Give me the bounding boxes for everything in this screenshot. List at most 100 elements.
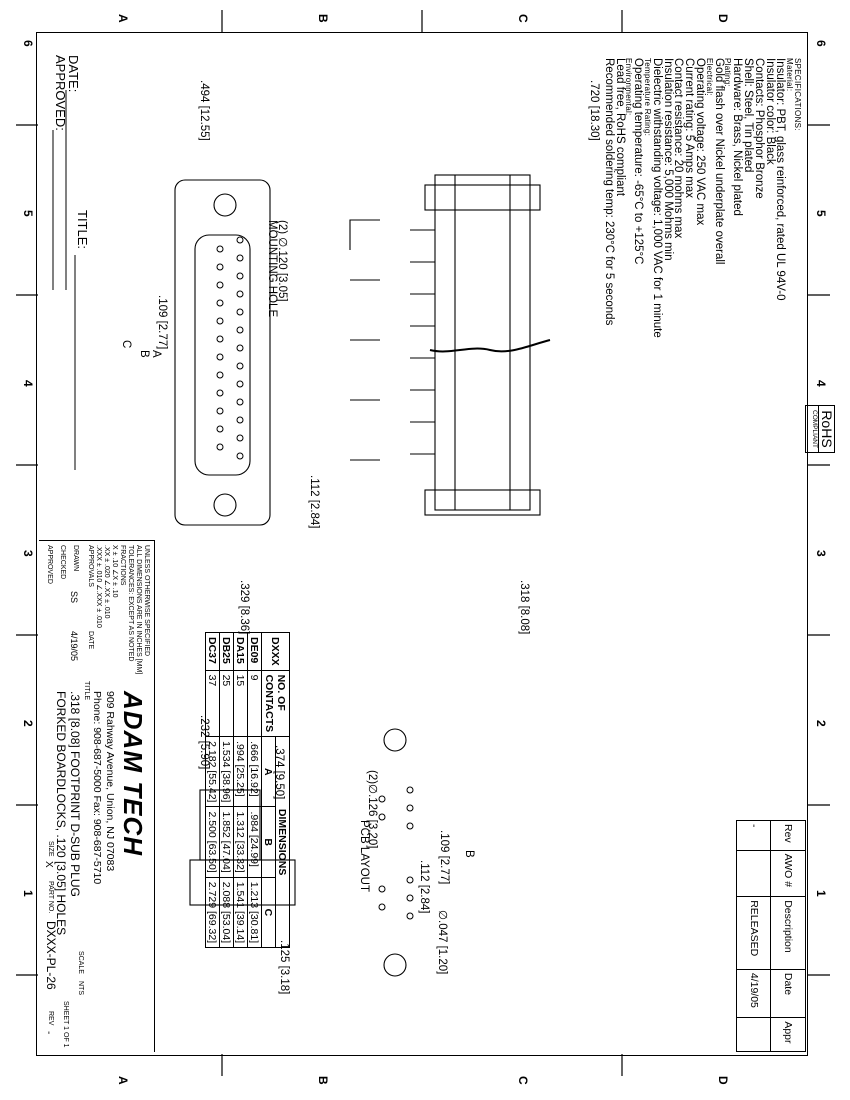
- tol-line: ALL DIMENSIONS ARE IN INCHES [MM]: [135, 545, 142, 675]
- row-contacts: 25: [219, 670, 234, 737]
- row-a: 2.182 [55.42]: [205, 736, 220, 807]
- rev-value: -: [736, 820, 771, 851]
- label-b: B: [138, 350, 150, 358]
- tol-line: .XXX ± .010 ∠.XXX ± .010: [95, 545, 102, 628]
- row-contacts: 37: [205, 670, 220, 737]
- col-dxxx: DXXX: [261, 632, 290, 671]
- drawing-title-line1: .318 [8.08] FOOTPRINT D-SUB PLUG: [68, 691, 82, 897]
- a-mm: [38.96]: [220, 770, 233, 803]
- table-row: DB25 25 1.534 [38.96] 1.852 [47.04] 2.08…: [219, 632, 234, 948]
- awo-value: [736, 850, 771, 897]
- pcb-pin-dim: ∅.047 [1.20]: [436, 910, 448, 975]
- approvals-label: APPROVALS: [87, 545, 94, 587]
- title-block: UNLESS OTHERWISE SPECIFIED ALL DIMENSION…: [39, 540, 155, 1052]
- col-a: A: [261, 736, 276, 807]
- part-number: DXXX-PL-26: [44, 921, 58, 990]
- pcb-pitch-109: .109 [2.77]: [438, 830, 450, 885]
- dim-112: .112 [2.84]: [308, 475, 320, 529]
- a-in: 1.534: [220, 741, 233, 768]
- table-row: DE09 9 .666 [16.92] .984 [24.99] 1.213 […: [247, 632, 262, 948]
- size-value: X: [43, 861, 54, 868]
- col-dimensions: DIMENSIONS: [275, 736, 290, 948]
- row-name: DC37: [205, 632, 220, 671]
- col-c: C: [261, 877, 276, 948]
- size-label: SIZE: [47, 841, 54, 857]
- b-in: .984: [248, 811, 261, 832]
- row-b: 1.852 [47.04]: [219, 806, 234, 878]
- row-c: 1.213 [30.81]: [247, 877, 262, 948]
- dim-720: .720 [18.30]: [588, 80, 600, 141]
- pcb-hole-dim: (2)∅.126 [3.20]: [366, 770, 378, 849]
- dim-494: .494 [12.55]: [198, 80, 210, 141]
- table-row: DA15 15 .994 [25.25] 1.312 [33.32] 1.541…: [233, 632, 248, 948]
- c-in: 2.088: [220, 881, 233, 909]
- rev-header: Rev: [771, 820, 806, 851]
- a-mm: [16.92]: [248, 764, 261, 797]
- side-view-body: [434, 174, 531, 511]
- sheet-label: SHEET 1 OF 1: [62, 1001, 69, 1048]
- b-mm: [47.04]: [220, 840, 233, 873]
- drawn-by: SS: [69, 591, 79, 604]
- rev-value: -: [43, 1031, 54, 1035]
- tol-line: TOLERANCES: EXCEPT AS NOTED: [127, 545, 134, 662]
- c-mm: [53.04]: [220, 911, 233, 944]
- row-c: 2.729 [69.32]: [205, 877, 220, 948]
- drawing-title-line2: FORKED BOARDLOCKS, .120 [3.05] HOLES: [54, 691, 68, 936]
- front-view-shell: [174, 179, 271, 526]
- c-in: 1.213: [248, 881, 261, 909]
- row-name: DA15: [233, 632, 248, 671]
- row-c: 2.088 [53.04]: [219, 877, 234, 948]
- a-in: 2.182: [206, 741, 219, 768]
- date-header: Date: [771, 969, 806, 1018]
- row-b: 1.312 [33.32]: [233, 806, 248, 878]
- pcb-label-b: B: [463, 850, 475, 858]
- c-mm: [39.14]: [234, 911, 247, 944]
- tol-line: FRACTIONS: [119, 545, 126, 586]
- dimensions-table: DXXX NO. OF CONTACTS DIMENSIONS A B C DE…: [205, 632, 290, 948]
- b-in: 2.500: [206, 811, 219, 838]
- mount-hole-dim: (2) ∅.120 [3.05]: [276, 220, 288, 302]
- c-mm: [30.81]: [248, 911, 261, 944]
- rev-label: REV: [47, 1011, 54, 1026]
- drawn-date: 4/19/05: [69, 631, 79, 662]
- pcb-hole-left: [383, 728, 407, 752]
- row-contacts: 15: [233, 670, 248, 737]
- tb-approved-label: APPROVED: [46, 545, 53, 584]
- b-in: 1.852: [220, 811, 233, 838]
- row-c: 1.541 [39.14]: [233, 877, 248, 948]
- b-mm: [63.50]: [206, 840, 219, 873]
- tol-line: X ± .10 ∠X ± .10: [111, 545, 118, 598]
- label-a: A: [150, 350, 162, 358]
- row-a: 1.534 [38.96]: [219, 736, 234, 807]
- scale-label: SCALE: [77, 951, 84, 974]
- tol-line: .XX ± .020 ∠.XX ± .010: [103, 545, 110, 619]
- pcb-pitch-112: .112 [2.84]: [418, 860, 430, 914]
- table-row: DC37 37 2.182 [55.42] 2.500 [63.50] 2.72…: [205, 632, 220, 948]
- mount-hole-label: MOUNTING HOLE: [266, 220, 278, 318]
- part-no-label: PART NO.: [47, 881, 54, 914]
- date-value: 4/19/05: [736, 969, 771, 1018]
- row-contacts: 9: [247, 670, 262, 737]
- drawn-label: DRAWN: [72, 545, 79, 572]
- row-name: DE09: [247, 632, 262, 671]
- dim-329: .329 [8.36]: [238, 580, 250, 635]
- row-name: DB25: [219, 632, 234, 671]
- pcb-hole-right: [383, 953, 407, 977]
- title-field-label: TITLE: [83, 681, 90, 701]
- col-b: B: [261, 806, 276, 878]
- mounting-hole-right: [213, 493, 237, 517]
- tb-date-label: DATE: [87, 631, 94, 650]
- checked-label: CHECKED: [59, 545, 66, 580]
- label-c: C: [120, 340, 132, 349]
- revision-table: Rev AWO # Description Date Appr - RELEAS…: [736, 820, 806, 1052]
- c-mm: [69.32]: [206, 911, 219, 944]
- b-mm: [33.32]: [234, 840, 247, 873]
- dim-109: .109 [2.77]: [156, 295, 168, 350]
- mounting-hole-left: [213, 193, 237, 217]
- awo-header: AWO #: [771, 850, 806, 897]
- description-value: RELEASED: [736, 896, 771, 970]
